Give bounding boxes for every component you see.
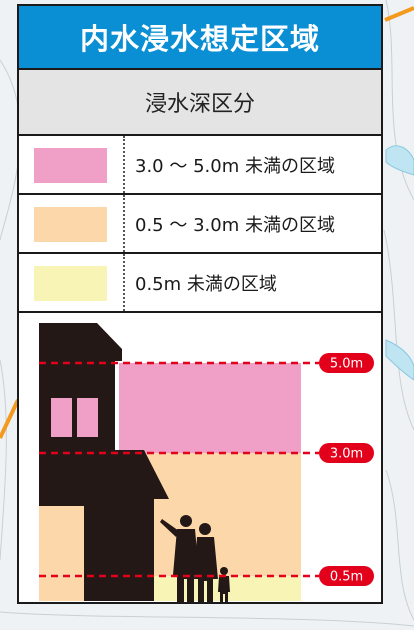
legend-label: 3.0 ～ 5.0m 未満の区域 <box>135 155 335 177</box>
depth-tag-label: 5.0m <box>330 357 363 372</box>
depth-marker-layer: 5.0m 3.0m 0.5m <box>39 353 374 586</box>
legend-divider <box>123 254 125 311</box>
flood-legend: 内水浸水想定区域 浸水深区分 3.0 ～ 5.0m 未満の区域 0.5 ～ 3.… <box>17 4 383 604</box>
house-silhouette-icon <box>39 323 169 601</box>
depth-tag <box>319 443 374 463</box>
depth-tag-label: 3.0m <box>330 447 363 462</box>
map-road-line <box>0 399 20 439</box>
legend-title: 内水浸水想定区域 <box>19 6 381 70</box>
map-water-area <box>385 145 414 176</box>
depth-tag <box>319 566 374 586</box>
legend-swatch <box>34 266 107 301</box>
legend-divider <box>123 195 125 252</box>
depth-illustration: 5.0m 3.0m 0.5m <box>39 323 374 602</box>
depth-tag-label: 0.5m <box>330 570 363 585</box>
legend-swatch <box>34 148 107 183</box>
map-road-line <box>384 6 414 22</box>
legend-item-under-05m: 0.5m 未満の区域 <box>19 254 381 313</box>
map-water-area <box>385 339 414 381</box>
legend-swatch <box>34 207 107 242</box>
legend-item-05-3m: 0.5 ～ 3.0m 未満の区域 <box>19 195 381 254</box>
flood-band-pink <box>119 363 301 453</box>
depth-tag <box>319 353 374 373</box>
legend-label: 0.5m 未満の区域 <box>135 273 277 295</box>
legend-divider <box>123 136 125 193</box>
family-silhouette-icon <box>160 515 230 602</box>
legend-label: 0.5 ～ 3.0m 未満の区域 <box>135 214 335 236</box>
legend-item-3-5m: 3.0 ～ 5.0m 未満の区域 <box>19 136 381 195</box>
legend-subtitle: 浸水深区分 <box>19 70 381 136</box>
